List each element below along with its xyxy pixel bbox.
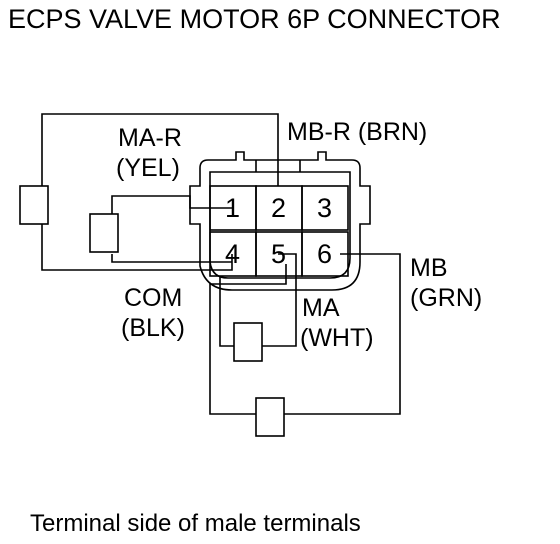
label-mb-r: MB-R (BRN) [287, 118, 428, 146]
label-mb-color: (GRN) [410, 284, 483, 312]
label-ma-color: (WHT) [300, 324, 374, 352]
connector-inner-outline [209, 171, 351, 279]
wire-ma-r-to-com [111, 195, 232, 263]
coil-ma-r [89, 213, 119, 253]
label-ma-r-color: (YEL) [116, 154, 180, 182]
label-ma: MA [302, 294, 340, 322]
connector-key [255, 160, 301, 172]
coil-mb [255, 397, 285, 437]
terminal-number-3: 3 [317, 193, 333, 223]
coil-com-ma [233, 322, 263, 362]
wire-mb-to-ma [209, 253, 401, 415]
label-com: COM [124, 284, 183, 312]
coil-outer-left [19, 185, 49, 225]
terminal-number-4: 4 [225, 239, 241, 269]
diagram-title: ECPS VALVE MOTOR 6P CONNECTOR [8, 4, 501, 34]
terminal-number-6: 6 [317, 239, 333, 269]
label-mb: MB [410, 254, 448, 282]
label-ma-r: MA-R [118, 124, 182, 152]
terminal-number-5: 5 [271, 239, 287, 269]
label-com-color: (BLK) [121, 314, 185, 342]
terminal-number-1: 1 [225, 193, 241, 223]
terminal-cell-3 [301, 185, 349, 231]
wire-com-to-ma [219, 253, 297, 347]
connector-housing [189, 151, 371, 291]
terminal-number-2: 2 [271, 193, 287, 223]
diagram-caption: Terminal side of male terminals [30, 510, 361, 537]
